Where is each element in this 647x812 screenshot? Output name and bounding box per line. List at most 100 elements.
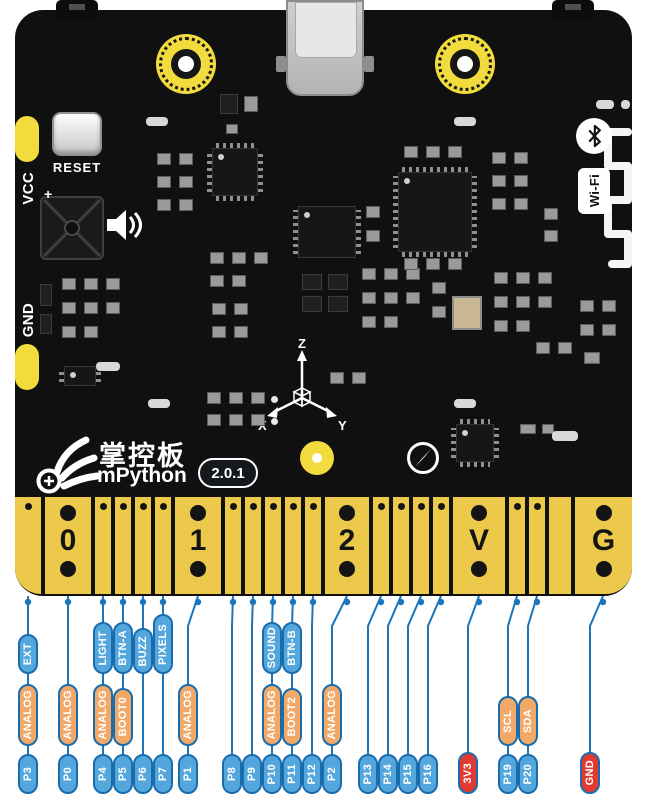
edge-pad-g: G [575, 497, 632, 594]
smd-component [426, 258, 440, 270]
smd-component [596, 100, 614, 109]
smd-component [220, 94, 238, 114]
smd-component [384, 292, 398, 304]
antenna [604, 128, 632, 268]
callout-lines [24, 596, 607, 794]
smd-component [406, 292, 420, 304]
smd-component [454, 117, 476, 126]
ic-chip [59, 361, 101, 391]
smd-component [212, 326, 226, 338]
smd-component [229, 414, 243, 426]
smd-component [328, 274, 348, 290]
smd-component [366, 230, 380, 242]
function-label-analog: ANALOG [262, 684, 282, 746]
mounting-hole-left [156, 34, 216, 94]
smd-component [404, 146, 418, 158]
function-label-analog: ANALOG [58, 684, 78, 746]
smd-component [234, 326, 248, 338]
function-label-analog: ANALOG [322, 684, 342, 746]
smd-component [542, 424, 554, 434]
function-label-analog: ANALOG [93, 684, 113, 746]
function-label-buzz: BUZZ [133, 628, 153, 674]
brand-name-en: mPython [97, 464, 187, 487]
function-label-ext: EXT [18, 634, 38, 674]
reset-button[interactable] [52, 112, 102, 156]
function-label-btn-a: BTN-A [113, 622, 133, 674]
crystal-oscillator [452, 296, 482, 330]
ic-chip [451, 419, 499, 467]
smd-component [426, 146, 440, 158]
bluetooth-icon [576, 118, 612, 154]
edge-pad-1: 1 [175, 497, 221, 594]
smd-component [271, 396, 278, 403]
smd-component [254, 252, 268, 264]
pin-label-p14: P14 [378, 754, 398, 794]
function-label-sda: SDA [518, 696, 538, 746]
smd-component [271, 418, 278, 425]
pin-label-p19: P19 [498, 754, 518, 794]
smd-component [536, 342, 550, 354]
smd-component [62, 326, 76, 338]
smd-component [492, 152, 506, 164]
pin-label-p15: P15 [398, 754, 418, 794]
edge-pad-small [115, 497, 131, 594]
function-label-analog: ANALOG [18, 684, 38, 746]
smd-component [84, 278, 98, 290]
esp32-chip [393, 167, 477, 257]
edge-pad-small [413, 497, 429, 594]
smd-component [584, 352, 600, 364]
function-label-btn-b: BTN-B [282, 622, 302, 674]
smd-component [330, 372, 344, 384]
ic-chip [293, 201, 361, 263]
smd-component [580, 300, 594, 312]
smd-component [602, 324, 616, 336]
function-label-sound: SOUND [262, 622, 282, 674]
edge-pad-small [433, 497, 449, 594]
pin-label-p2: P2 [322, 754, 342, 794]
smd-component [179, 176, 193, 188]
vcc-pad [15, 116, 39, 162]
smd-component [207, 414, 221, 426]
smd-component [232, 252, 246, 264]
pin-label-p7: P7 [153, 754, 173, 794]
smd-component [514, 152, 528, 164]
smd-component [232, 275, 246, 287]
smd-component [148, 399, 170, 408]
smd-component [520, 424, 536, 434]
gnd-label: GND [14, 294, 42, 346]
smd-component [362, 292, 376, 304]
pin-label-3v3: 3V3 [458, 752, 478, 794]
reset-label: RESET [52, 160, 102, 175]
smd-component [580, 324, 594, 336]
smd-component [106, 302, 120, 314]
edge-pad-small [373, 497, 389, 594]
usb-shield-tab [276, 56, 286, 72]
smd-component [362, 268, 376, 280]
function-label-light: LIGHT [93, 622, 113, 674]
function-label-boot2: BOOT2 [282, 688, 302, 746]
smd-component [454, 399, 476, 408]
smd-component [366, 206, 380, 218]
pin-label-p13: P13 [358, 754, 378, 794]
smd-component [432, 306, 446, 318]
axis-y-label: Y [338, 418, 347, 433]
smd-component [157, 153, 171, 165]
usb-shield-tab [364, 56, 374, 72]
smd-component [106, 278, 120, 290]
axis-indicator: Z X Y [258, 336, 347, 433]
version-badge: 2.0.1 [198, 458, 258, 488]
pin-label-p10: P10 [262, 754, 282, 794]
smd-component [302, 274, 322, 290]
smd-component [40, 314, 52, 334]
smd-component [251, 392, 265, 404]
smd-component [448, 146, 462, 158]
smd-component [302, 296, 322, 312]
brand-name-cn: 掌控板 [99, 441, 186, 471]
edge-pad-small [245, 497, 261, 594]
pin-label-p3: P3 [18, 754, 38, 794]
pin-label-p16: P16 [418, 754, 438, 794]
smd-component [179, 153, 193, 165]
smd-component [558, 342, 572, 354]
pin-label-p11: P11 [282, 754, 302, 794]
smd-component [432, 282, 446, 294]
